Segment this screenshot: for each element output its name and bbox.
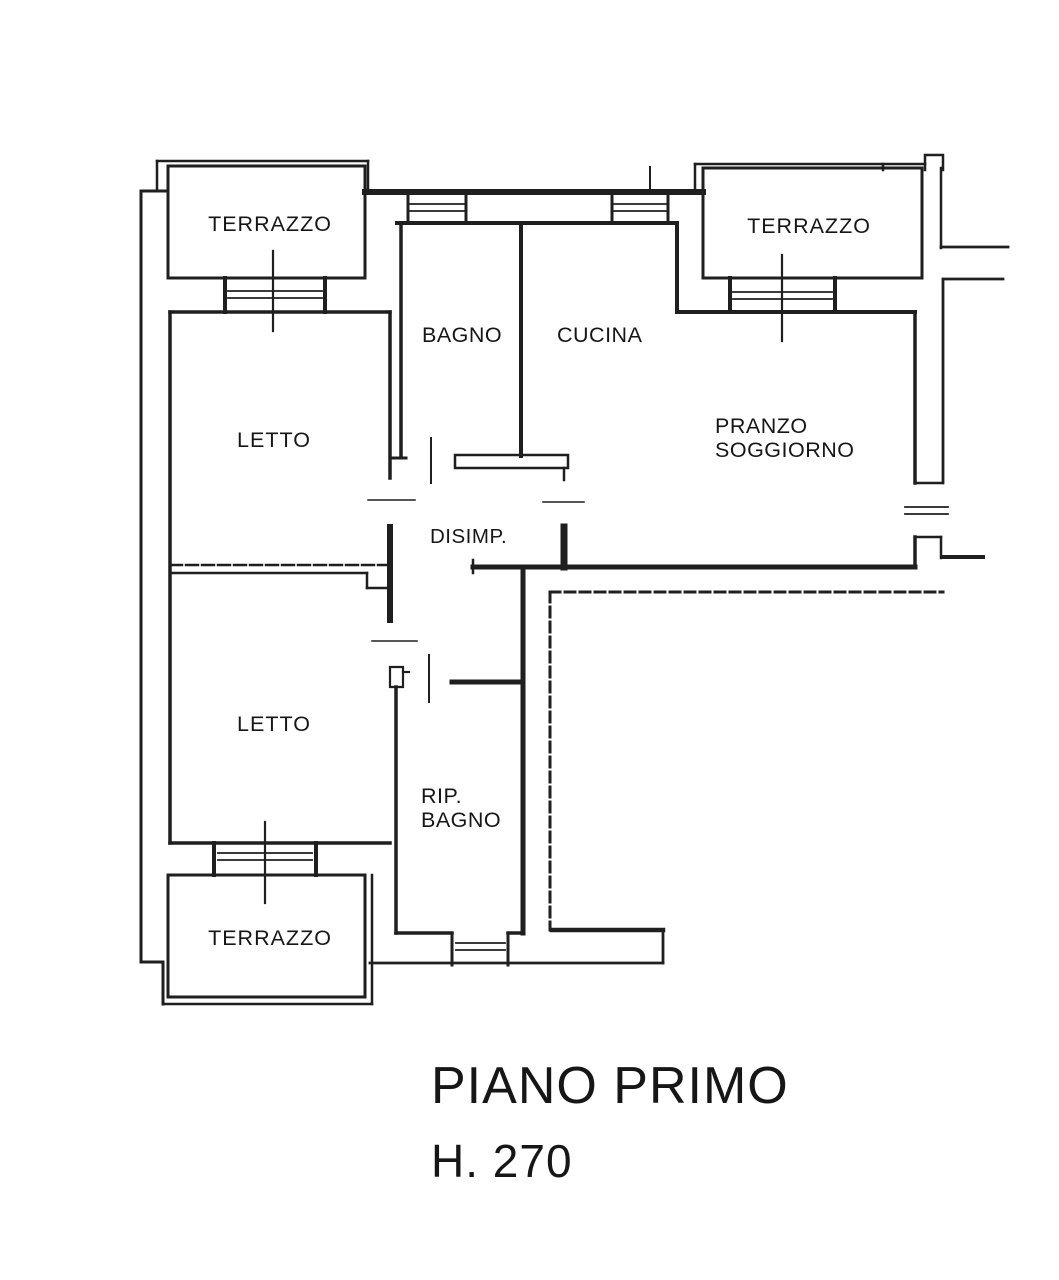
room-label-disimp: DISIMP.: [430, 525, 507, 548]
window-symbol-bagno: [406, 194, 468, 225]
room-label-bagno: BAGNO: [422, 323, 502, 347]
pillar: [923, 153, 945, 172]
hallway-doors: [367, 437, 585, 703]
window-symbol-rip-bagno: [450, 931, 510, 967]
interior-walls-bagno-cucina: [388, 221, 679, 482]
plan-height-label: H. 270: [431, 1135, 573, 1187]
room-letto-upper: [168, 310, 392, 567]
room-label-terrazzo-top-right: TERRAZZO: [747, 214, 871, 238]
window-symbol-terrace-top-right: [728, 253, 837, 343]
room-label-letto-upper: LETTO: [237, 428, 311, 452]
plan-title: PIANO PRIMO: [431, 1057, 789, 1115]
room-pranzo-soggiorno: [470, 310, 918, 575]
room-label-cucina: CUCINA: [557, 323, 643, 347]
terrace-bottom: [161, 873, 374, 1006]
right-boundary: [939, 166, 1010, 485]
terrace-top-left: [155, 159, 370, 280]
room-rip-bagno: [394, 569, 526, 936]
window-symbol-cucina: [610, 194, 670, 225]
room-label-pranzo-line2: SOGGIORNO: [715, 438, 854, 462]
room-label-rip-line1: RIP.: [421, 784, 462, 808]
room-label-terrazzo-top-left: TERRAZZO: [208, 212, 332, 236]
window-symbol-right-bay: [904, 481, 985, 560]
window-symbol-terrace-top-left: [223, 249, 327, 333]
bottom-boundary: [368, 590, 945, 965]
room-letto-lower: [168, 566, 411, 935]
room-label-rip-line2: BAGNO: [421, 808, 501, 832]
terrace-top-right: [693, 153, 945, 280]
room-label-terrazzo-bottom: TERRAZZO: [208, 926, 332, 950]
room-label-letto-lower: LETTO: [237, 712, 311, 736]
outer-walls: [139, 166, 706, 1006]
room-label-pranzo-line1: PRANZO: [715, 414, 808, 438]
divider-wall: [168, 563, 392, 590]
window-symbol-terrace-bottom: [212, 820, 318, 905]
